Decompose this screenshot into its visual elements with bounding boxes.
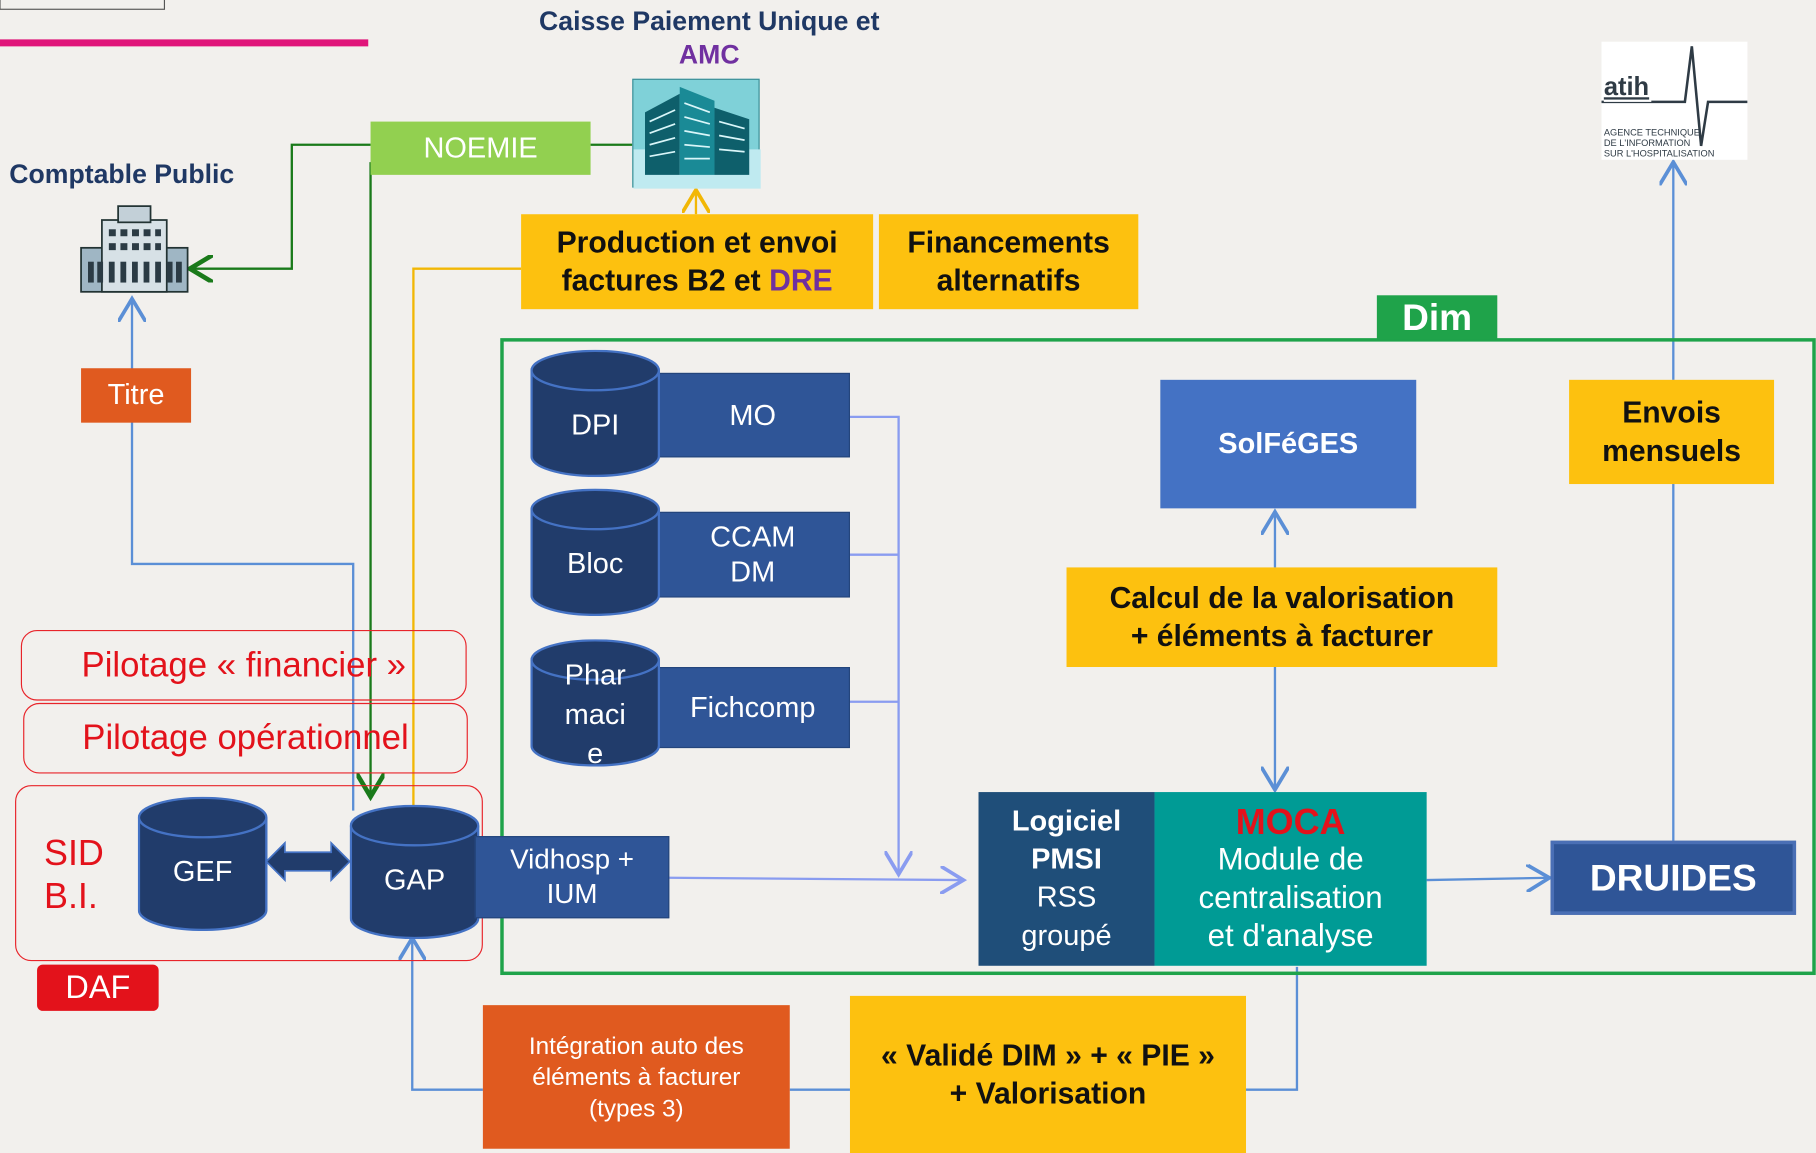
production-line1: Production et envoi xyxy=(556,224,838,260)
pharmacie-line1: Phar xyxy=(564,658,626,692)
production-line2-prefix: factures B2 et xyxy=(561,262,770,298)
valide-line1: « Validé DIM » + « PIE » xyxy=(881,1037,1215,1073)
logiciel-line4: groupé xyxy=(1021,919,1112,952)
ccam-line1: CCAM xyxy=(710,521,796,554)
pilotage-operationnel-box: Pilotage opérationnel xyxy=(23,702,468,774)
moca-to-druides-line xyxy=(1426,878,1550,880)
pharmacie-line2: maci xyxy=(564,698,626,731)
production-dre: DRE xyxy=(769,262,833,298)
pharmacie-database-icon: Phar maci e xyxy=(530,639,661,770)
valide-line2: + Valorisation xyxy=(949,1075,1147,1111)
daf-badge: DAF xyxy=(37,964,159,1011)
dim-label: Dim xyxy=(1376,295,1498,340)
gap-to-titre-line xyxy=(130,421,355,811)
vidhosp-line1: Vidhosp + xyxy=(510,843,634,875)
atih-line2: DE L'INFORMATION xyxy=(1603,137,1691,149)
mo-line xyxy=(849,415,899,874)
fichcomp-box: Fichcomp xyxy=(655,667,850,749)
dpi-label: DPI xyxy=(571,408,620,442)
vidhosp-to-logiciel-line xyxy=(669,878,963,880)
production-line2: factures B2 et DRE xyxy=(562,262,833,300)
mo-box: MO xyxy=(655,372,850,458)
sid-label: SID B.I. xyxy=(44,831,104,917)
envois-box: Envois mensuels xyxy=(1569,379,1775,485)
integration-box: Intégration auto des éléments à facturer… xyxy=(482,1005,790,1149)
comptable-public-label: Comptable Public xyxy=(9,158,235,189)
vidhosp-box: Vidhosp + IUM xyxy=(474,836,670,919)
bloc-database-icon: Bloc xyxy=(530,488,661,617)
druides-box: DRUIDES xyxy=(1550,840,1797,915)
atih-logo: atih AGENCE TECHNIQUE DE L'INFORMATION S… xyxy=(1601,41,1748,160)
moca-line2: centralisation xyxy=(1198,880,1383,915)
financements-line1: Financements xyxy=(907,224,1110,260)
logiciel-line3: RSS xyxy=(1036,881,1097,914)
gap-database-icon: GAP xyxy=(349,804,480,940)
production-box: Production et envoi factures B2 et DRE xyxy=(521,214,874,310)
integration-line1: Intégration auto des xyxy=(528,1032,744,1059)
gef-database-icon: GEF xyxy=(137,796,268,932)
pharmacie-line3: e xyxy=(587,737,604,771)
caisse-title: Caisse Paiement Unique et AMC xyxy=(498,5,921,72)
header-frame xyxy=(0,0,166,10)
envois-line2: mensuels xyxy=(1602,433,1742,468)
logiciel-line2: PMSI xyxy=(1031,843,1102,876)
integration-line2: éléments à facturer xyxy=(532,1063,741,1091)
ccam-line2: DM xyxy=(730,555,776,589)
sid-line2: B.I. xyxy=(44,875,98,916)
financements-line2: alternatifs xyxy=(936,262,1081,298)
titre-box: Titre xyxy=(81,368,192,423)
gap-to-production-line xyxy=(412,267,522,808)
logiciel-pmsi-box: Logiciel PMSI RSS groupé xyxy=(978,792,1155,966)
noemie-box: NOEMIE xyxy=(370,121,591,175)
caisse-title-amc: AMC xyxy=(678,39,740,70)
envois-line1: Envois xyxy=(1622,394,1721,430)
atih-word: atih xyxy=(1603,71,1652,102)
gef-label: GEF xyxy=(172,855,233,889)
moca-title: MOCA xyxy=(1235,801,1346,842)
atih-subtitle: AGENCE TECHNIQUE DE L'INFORMATION SUR L'… xyxy=(1604,127,1715,158)
pharmacie-label: Phar maci e xyxy=(530,655,660,773)
sid-line1: SID xyxy=(44,832,104,874)
bloc-label: Bloc xyxy=(567,547,624,581)
caisse-building-icon xyxy=(632,78,761,189)
comptable-building-icon xyxy=(76,204,192,294)
calcul-box: Calcul de la valorisation + éléments à f… xyxy=(1066,567,1498,668)
dpi-database-icon: DPI xyxy=(530,349,661,478)
gap-label: GAP xyxy=(383,863,446,897)
solfeges-box: SolFéGES xyxy=(1160,379,1417,509)
moca-line3: et d'analyse xyxy=(1207,918,1374,954)
financements-box: Financements alternatifs xyxy=(878,214,1139,310)
atih-line1: AGENCE TECHNIQUE xyxy=(1603,127,1700,138)
calcul-line2: + éléments à facturer xyxy=(1130,618,1433,654)
calcul-line1: Calcul de la valorisation xyxy=(1109,580,1455,615)
integration-line3: (types 3) xyxy=(589,1094,684,1122)
integration-to-gap-line xyxy=(412,938,483,1091)
dim-frame xyxy=(500,338,1816,976)
moca-line1: Module de xyxy=(1217,841,1364,877)
valide-dim-box: « Validé DIM » + « PIE » + Valorisation xyxy=(849,995,1247,1153)
moca-box: MOCA Module de centralisation et d'analy… xyxy=(1154,792,1427,966)
ccam-box: CCAM DM xyxy=(655,511,850,598)
noemie-to-comptable-line xyxy=(190,143,371,269)
caisse-title-line1: Caisse Paiement Unique et xyxy=(539,5,880,36)
logiciel-line1: Logiciel xyxy=(1011,804,1122,838)
pilotage-financier-box: Pilotage « financier » xyxy=(20,629,467,701)
vidhosp-line2: IUM xyxy=(546,878,598,910)
atih-line3: SUR L'HOSPITALISATION xyxy=(1603,148,1715,159)
moca-to-valide-line xyxy=(1246,966,1299,1091)
gef-gap-double-arrow-icon xyxy=(264,838,352,884)
